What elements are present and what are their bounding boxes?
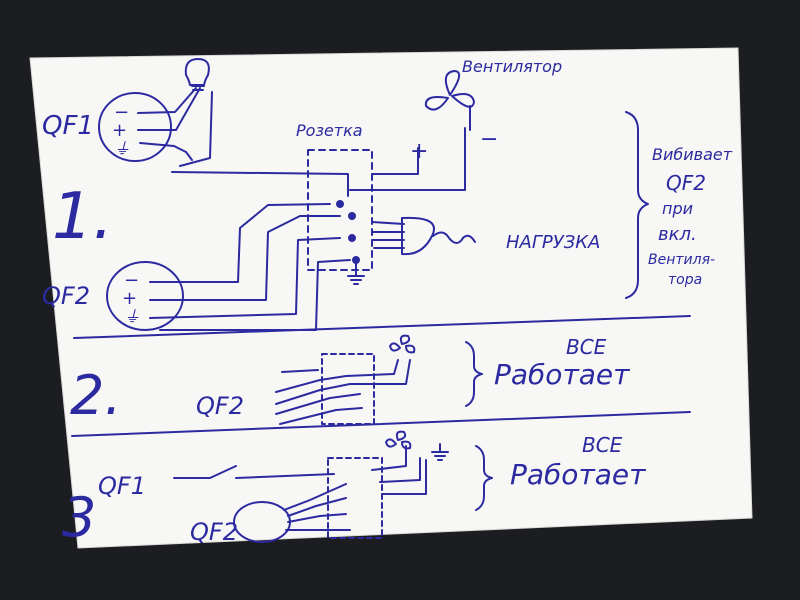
section-number-1: 1. — [52, 180, 113, 254]
qf2-plus: + — [122, 288, 137, 309]
socket-box-1 — [307, 149, 373, 271]
brace-icon — [475, 445, 493, 511]
qf2-label-3: QF2 — [190, 518, 238, 546]
note-line-1: Вибивает — [652, 145, 733, 164]
qf1-label-3: QF1 — [98, 472, 146, 500]
all-label-2: ВСЕ — [566, 335, 607, 359]
qf2-breaker-circle — [106, 261, 184, 331]
fan-icon — [385, 430, 412, 450]
divider-line — [73, 315, 691, 339]
load-label: НАГРУЗКА — [506, 232, 600, 253]
note-line-3: при — [662, 199, 693, 218]
fan-minus-label: − — [480, 127, 498, 152]
qf1-breaker-circle — [98, 92, 172, 162]
fan-icon — [389, 334, 416, 354]
qf1-label: QF1 — [42, 111, 94, 141]
brace-icon — [465, 341, 483, 407]
ground-icon — [347, 261, 365, 285]
qf1-plus: + — [112, 120, 127, 141]
note-line-4: вкл. — [658, 224, 697, 245]
note-line-5: Вентиля- — [648, 252, 715, 268]
section-number-3: 3 — [62, 486, 96, 549]
works-label-3: Работает — [510, 458, 646, 491]
qf2-ground: ⏚ — [124, 307, 140, 326]
note-line-2: QF2 — [666, 171, 706, 195]
qf1-minus: − — [114, 102, 129, 123]
ground-icon — [431, 443, 449, 461]
qf1-ground: ⏚ — [114, 139, 130, 158]
qf2-label: QF2 — [42, 282, 90, 310]
section-number-2: 2. — [70, 364, 122, 427]
qf2-minus: − — [124, 270, 139, 291]
brace-icon — [625, 111, 649, 299]
fan-label: Вентилятор — [462, 57, 562, 76]
qf2-label-2: QF2 — [196, 392, 244, 420]
divider-line — [71, 411, 691, 437]
fan-icon — [424, 70, 475, 131]
socket-box-3 — [327, 457, 383, 539]
note-line-6: тора — [668, 272, 702, 288]
fan-plus-label: + — [410, 139, 428, 164]
all-label-3: ВСЕ — [582, 433, 623, 457]
socket-label: Розетка — [296, 121, 363, 140]
plug-icon — [371, 216, 476, 256]
works-label-2: Работает — [494, 358, 630, 391]
